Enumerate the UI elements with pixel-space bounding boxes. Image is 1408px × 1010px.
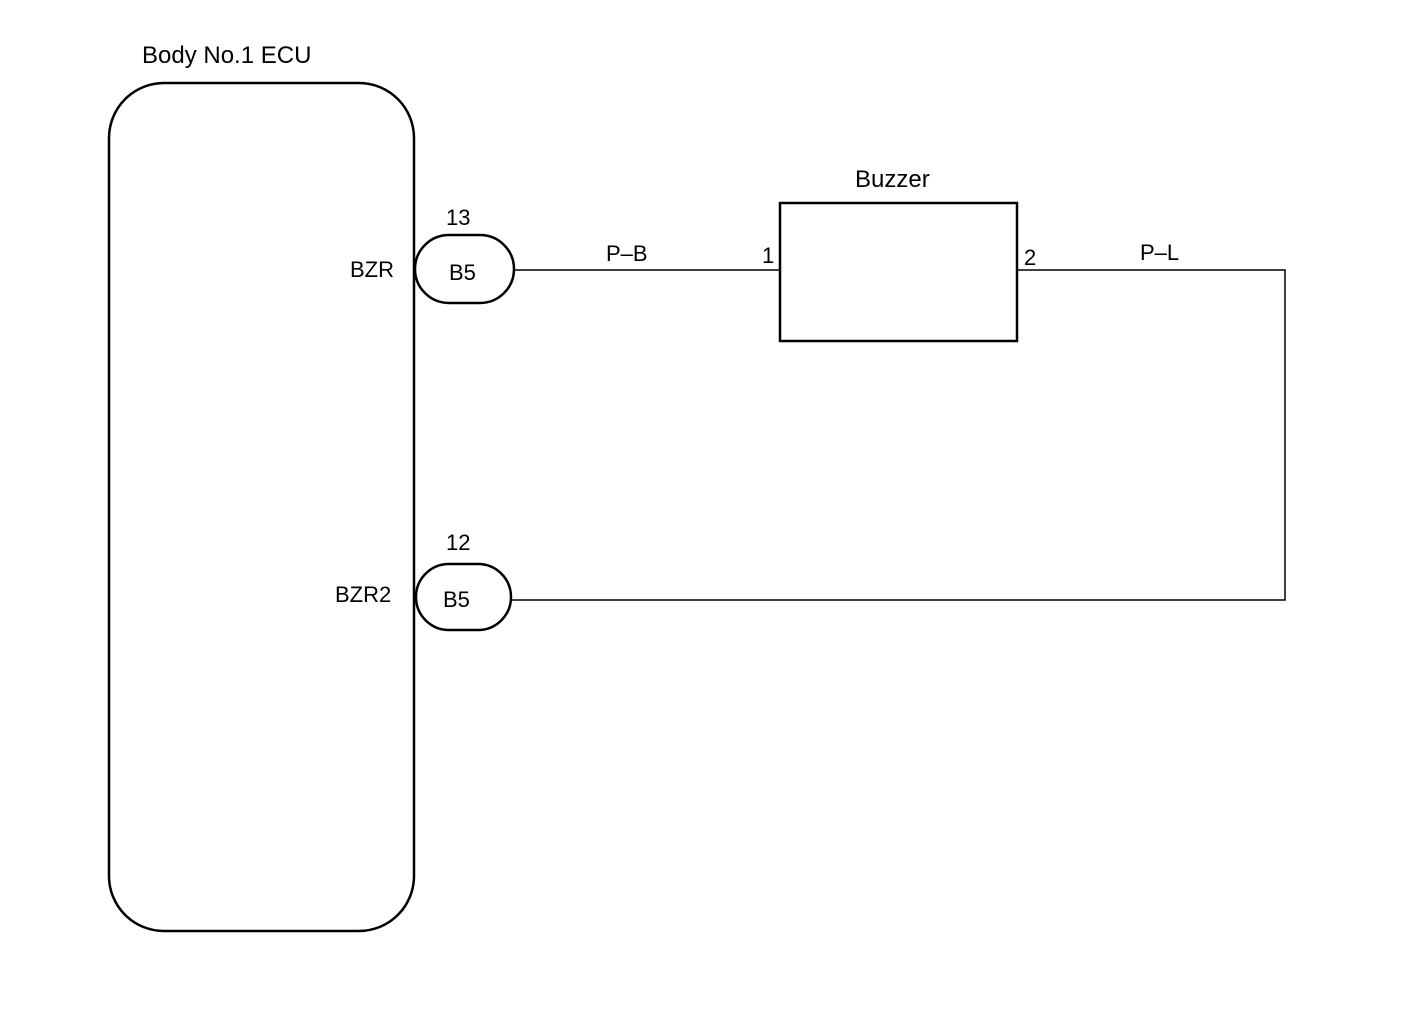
- buzzer-box: [778, 201, 1019, 343]
- buzzer-terminal-1: 1: [762, 243, 774, 268]
- ecu-pin-bzr2-label: BZR2: [335, 582, 391, 607]
- ecu-box: [107, 81, 416, 933]
- buzzer-title: Buzzer: [855, 166, 930, 193]
- buzzer-terminal-2: 2: [1024, 245, 1036, 270]
- ecu-pin-bzr-label: BZR: [350, 257, 394, 282]
- connector-b5-pin13-label: B5: [449, 260, 476, 285]
- connector-b5-pin12: [414, 562, 513, 632]
- wire-p-l-label: P–L: [1140, 240, 1179, 265]
- wire-p-l: [512, 269, 1286, 601]
- ecu-title: Body No.1 ECU: [142, 42, 311, 69]
- connector-b5-pin12-label: B5: [443, 587, 470, 612]
- wire-p-b-label: P–B: [606, 241, 648, 266]
- ecu-pin-bzr-number: 13: [446, 205, 470, 230]
- ecu-pin-bzr2-number: 12: [446, 530, 470, 555]
- connector-b5-pin13: [413, 233, 516, 305]
